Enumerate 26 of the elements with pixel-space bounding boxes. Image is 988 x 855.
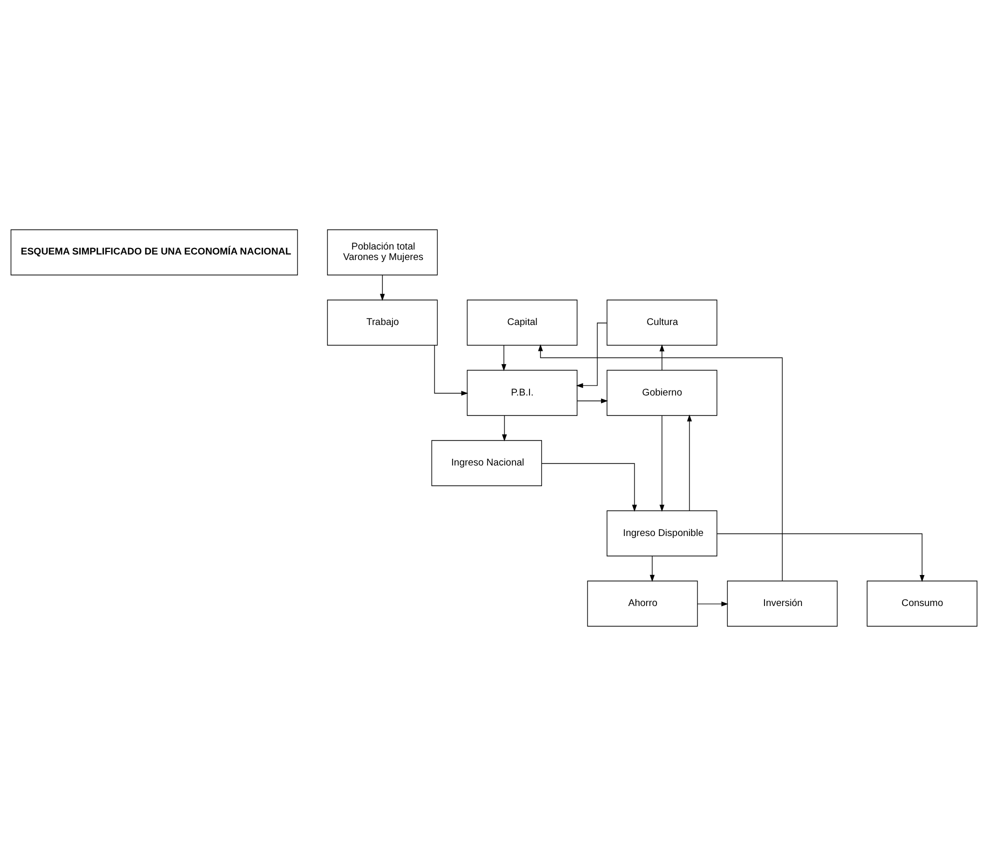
node-box: ESQUEMA SIMPLIFICADO DE UNA ECONOMÍA NACIONAL [10, 228, 298, 275]
arrow [538, 344, 783, 581]
node-box: Inversión [727, 580, 838, 626]
node-box: Población total Varones y Mujeres [327, 228, 438, 275]
node-box: Ingreso Nacional [431, 440, 542, 486]
node-box: Consumo [866, 580, 978, 626]
node-box: Capital [466, 299, 578, 346]
arrow [576, 398, 608, 403]
node-box: Trabajo [327, 299, 438, 346]
arrow [434, 344, 468, 396]
arrow [541, 462, 637, 512]
node-box: Ingreso Disponible [606, 510, 718, 556]
arrow [697, 601, 728, 606]
node-box: Ahorro [587, 580, 698, 626]
node-box: P.B.I. [466, 369, 578, 416]
node-box: Cultura [606, 299, 718, 346]
arrow [576, 322, 608, 388]
arrow [660, 414, 664, 512]
arrow [650, 555, 655, 582]
arrow [502, 414, 507, 441]
arrow [501, 344, 506, 371]
arrow [660, 344, 664, 370]
arrow [716, 532, 925, 582]
arrow [687, 414, 692, 510]
arrow [380, 274, 385, 300]
node-box: Gobierno [606, 369, 718, 416]
